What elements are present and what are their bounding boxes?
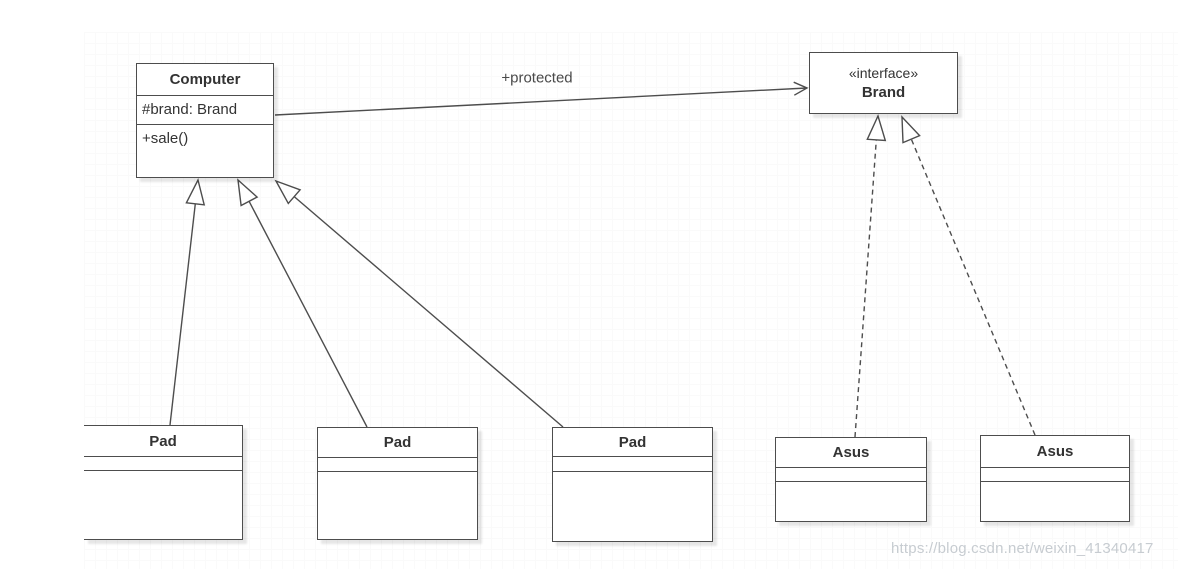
class-asus-1-title: Asus (832, 444, 870, 461)
class-pad-3-methods (553, 471, 712, 541)
class-asus-1: Asus (775, 437, 927, 522)
class-pad-1-attributes (84, 456, 242, 470)
interface-brand-stereotype: «interface» (848, 65, 919, 81)
class-asus-2-methods (981, 481, 1129, 521)
class-pad-2-attributes (318, 457, 477, 471)
class-pad-1-title: Pad (149, 432, 177, 450)
class-computer-title: Computer (169, 71, 241, 88)
class-asus-2: Asus (980, 435, 1130, 522)
class-pad-3-title: Pad (618, 433, 647, 451)
class-pad-2: Pad (317, 427, 478, 540)
class-pad-3: Pad (552, 427, 713, 542)
class-computer: Computer #brand: Brand +sale() (136, 63, 274, 178)
class-pad-1-methods (84, 470, 242, 539)
watermark-text: https://blog.csdn.net/weixin_41340417 (891, 540, 1154, 557)
class-asus-1-attributes (776, 467, 926, 481)
class-pad-2-title: Pad (383, 434, 412, 451)
interface-brand-title: Brand (861, 84, 906, 101)
class-asus-1-methods (776, 481, 926, 521)
class-pad-3-attributes (553, 456, 712, 471)
class-asus-2-title: Asus (1036, 443, 1074, 460)
class-pad-2-methods (318, 471, 477, 539)
class-pad-1: Pad (84, 425, 243, 540)
class-asus-2-attributes (981, 467, 1129, 481)
class-computer-method: +sale() (137, 124, 273, 177)
association-label: +protected (501, 69, 573, 87)
interface-brand: «interface» Brand (809, 52, 958, 114)
class-computer-attribute: #brand: Brand (137, 95, 273, 124)
